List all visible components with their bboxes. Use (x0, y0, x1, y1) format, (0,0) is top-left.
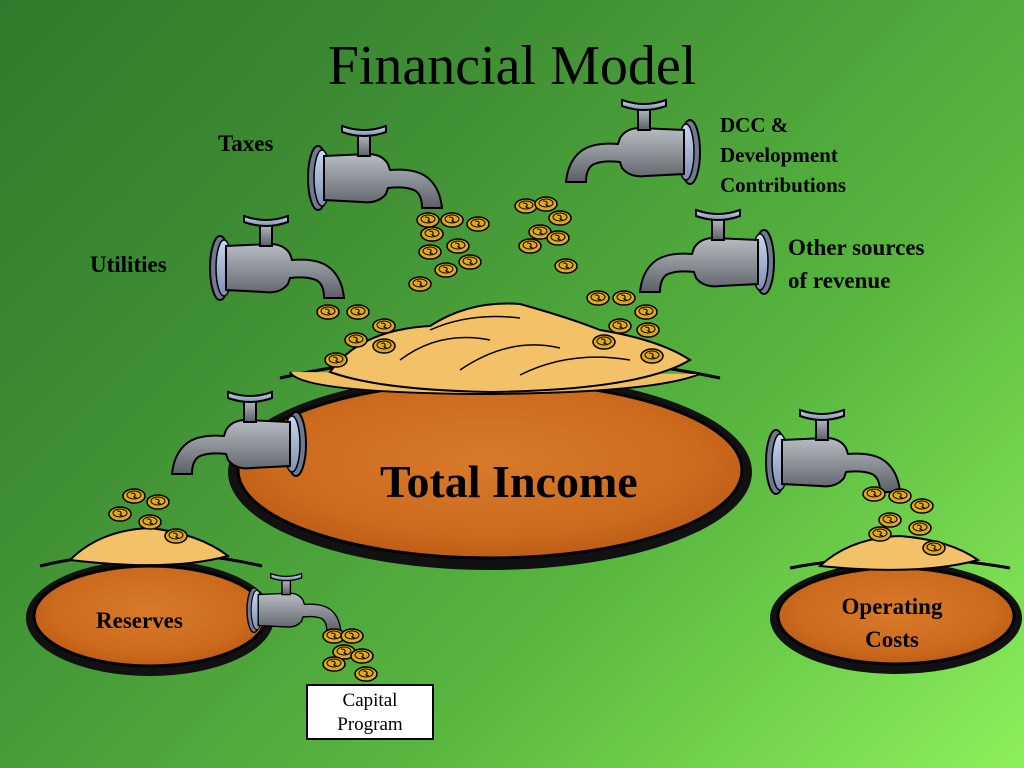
source-label-taxes: Taxes (218, 131, 274, 156)
coins-taxes (408, 212, 490, 292)
capital-program-line2: Program (337, 714, 403, 735)
source-label-dcc-line1: DCC & (720, 113, 789, 137)
source-label-dcc-line2: Development (720, 143, 838, 167)
capital-program-line1: Capital (342, 690, 398, 711)
source-label-dcc-line3: Contributions (720, 173, 847, 197)
source-label-other: Other sources of revenue (788, 231, 925, 297)
source-label-utilities: Utilities (90, 252, 167, 277)
source-label-dcc: DCC & Development Contributions (720, 110, 846, 200)
coins-dcc (514, 196, 578, 274)
coins-capital (322, 628, 378, 682)
source-label-other-line1: Other sources (788, 235, 925, 260)
capital-program-box: Capital Program (306, 684, 434, 740)
source-label-other-line2: of revenue (788, 268, 891, 293)
page-title: Financial Model (327, 35, 697, 97)
pot-label-operating-costs-line2: Costs (865, 627, 919, 652)
pot-label-total-income: Total Income (380, 456, 638, 507)
pot-label-reserves: Reserves (96, 608, 183, 633)
pot-label-operating-costs-line1: Operating (841, 594, 943, 619)
pot-label-operating-costs: Operating Costs (796, 590, 988, 656)
